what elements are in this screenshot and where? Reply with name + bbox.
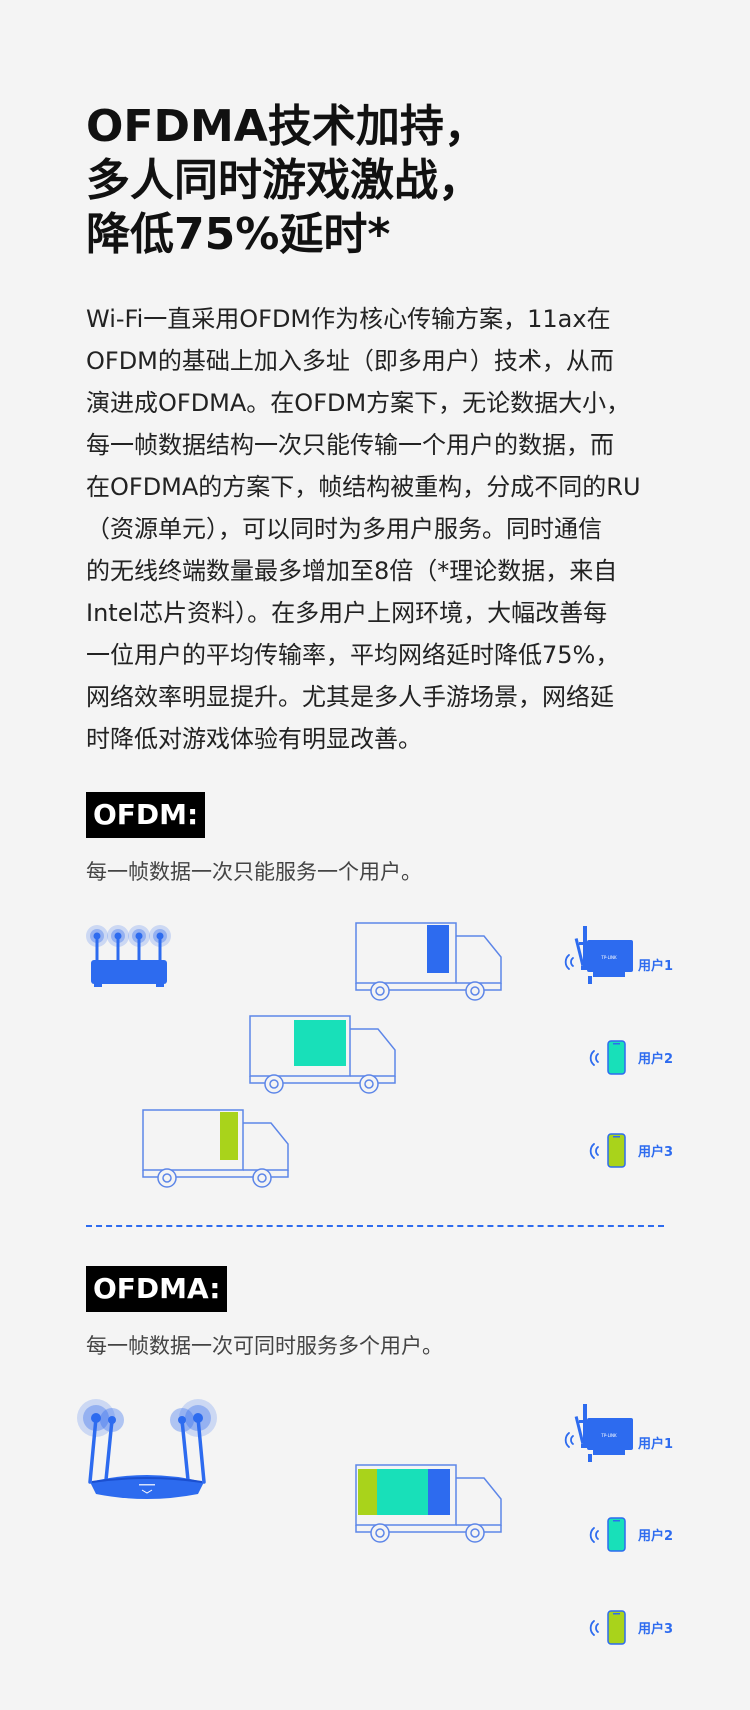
paragraph-line: 演进成OFDMA。在OFDM方案下，无论数据大小， bbox=[86, 389, 631, 417]
description-paragraph: Wi-Fi一直采用OFDM作为核心传输方案，11ax在 OFDM的基础上加入多址… bbox=[86, 298, 686, 760]
paragraph-line: Wi-Fi一直采用OFDM作为核心传输方案，11ax在 bbox=[86, 305, 611, 333]
section-divider bbox=[86, 1225, 664, 1227]
ofdm-subtitle: 每一帧数据一次只能服务一个用户。 bbox=[86, 860, 422, 884]
truck-icon bbox=[249, 1015, 396, 1094]
router-icon bbox=[86, 925, 171, 987]
pcie-card-icon: TP-LINK bbox=[564, 1404, 633, 1462]
ofdma-subtitle: 每一帧数据一次可同时服务多个用户。 bbox=[86, 1334, 443, 1358]
phone-icon bbox=[589, 1517, 626, 1552]
headline-line: OFDMA技术加持， bbox=[86, 101, 488, 152]
phone-icon bbox=[589, 1133, 626, 1168]
paragraph-line: 的无线终端数量最多增加至8倍（*理论数据，来自 bbox=[86, 557, 618, 585]
ofdm-tag: OFDM: bbox=[86, 792, 206, 838]
paragraph-line: （资源单元），可以同时为多用户服务。同时通信 bbox=[86, 515, 602, 543]
phone-icon bbox=[589, 1040, 626, 1075]
user-label: 用户3 bbox=[638, 1145, 674, 1160]
user-label: 用户2 bbox=[638, 1529, 674, 1544]
user-label: 用户1 bbox=[638, 959, 674, 974]
pcie-card-icon: TP-LINK bbox=[564, 926, 633, 984]
paragraph-line: Intel芯片资料）。在多用户上网环境，大幅改善每 bbox=[86, 599, 608, 627]
headline-line: 多人同时游戏激战， bbox=[86, 155, 482, 206]
user-label: 用户2 bbox=[638, 1052, 674, 1067]
svg-text:TP-LINK: TP-LINK bbox=[600, 1433, 617, 1438]
user-label: 用户1 bbox=[638, 1437, 674, 1452]
paragraph-line: 时降低对游戏体验有明显改善。 bbox=[86, 725, 422, 753]
dual-band-router-icon bbox=[77, 1399, 217, 1499]
headline-line: 降低75%延时* bbox=[86, 209, 391, 260]
phone-icon bbox=[589, 1610, 626, 1645]
headline: OFDMA技术加持， 多人同时游戏激战， 降低75%延时* bbox=[86, 100, 686, 262]
ofdma-tag: OFDMA: bbox=[86, 1266, 228, 1312]
svg-text:TP-LINK: TP-LINK bbox=[600, 955, 617, 960]
paragraph-line: 一位用户的平均传输率，平均网络延时降低75%， bbox=[86, 641, 620, 669]
user-label: 用户3 bbox=[638, 1622, 674, 1637]
paragraph-line: 在OFDMA的方案下，帧结构被重构，分成不同的RU bbox=[86, 473, 641, 501]
truck-icon bbox=[355, 922, 502, 1001]
truck-icon bbox=[142, 1109, 289, 1188]
paragraph-line: 网络效率明显提升。尤其是多人手游场景，网络延 bbox=[86, 683, 614, 711]
truck-icon bbox=[355, 1464, 502, 1543]
paragraph-line: 每一帧数据结构一次只能传输一个用户的数据，而 bbox=[86, 431, 614, 459]
paragraph-line: OFDM的基础上加入多址（即多用户）技术，从而 bbox=[86, 347, 614, 375]
